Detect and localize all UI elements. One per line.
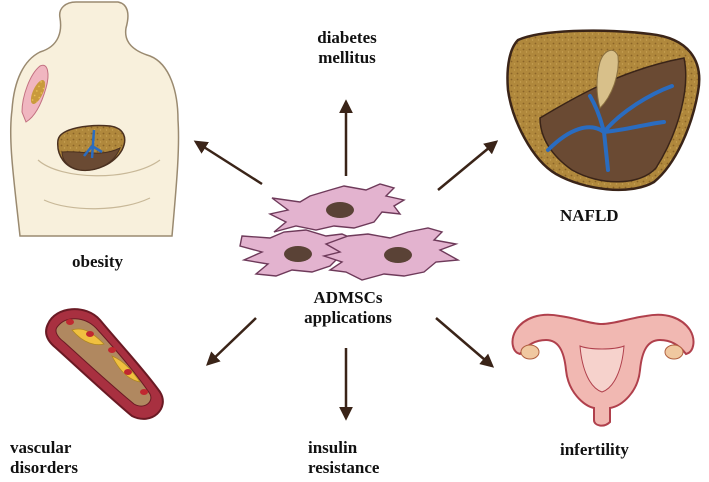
center-label-line2: applications (304, 308, 392, 327)
diabetes-label-line2: mellitus (318, 48, 376, 67)
obese-body-icon (9, 1, 180, 237)
vascular-label-line2: disorders (10, 458, 78, 477)
diabetes-label: diabetes mellitus (300, 28, 394, 68)
plaque-icon (71, 328, 141, 383)
infertility-label: infertility (560, 440, 629, 459)
nafld-liver-figure (506, 29, 701, 192)
insulin-label-line1: insulin (308, 438, 358, 457)
fat-tissue-icon (21, 64, 49, 123)
center-label: ADMSCs applications (282, 288, 414, 328)
arrow-to-vascular (206, 317, 257, 366)
small-liver-icon (57, 124, 126, 172)
insulin-label-line2: resistance (308, 458, 380, 477)
admscs-cells-icon (239, 183, 461, 281)
uterus-figure (511, 313, 695, 427)
blood-vessel-figure (45, 308, 164, 420)
arrow-to-obesity (193, 140, 263, 186)
vascular-label-line1: vascular (10, 438, 72, 457)
arrow-to-infertility (435, 317, 495, 368)
diabetes-label-line1: diabetes (317, 28, 377, 47)
vascular-label: vascular disorders (10, 438, 78, 478)
portal-vein-icon (546, 84, 674, 172)
arrow-to-nafld (437, 140, 499, 191)
gallbladder-icon (596, 49, 619, 109)
arrows (193, 99, 499, 421)
ovary-left-icon (520, 344, 540, 360)
obesity-figure (9, 1, 180, 237)
insulin-label: insulin resistance (308, 438, 379, 478)
center-label-line1: ADMSCs (313, 288, 383, 307)
ovary-right-icon (664, 344, 684, 360)
nafld-label: NAFLD (560, 206, 619, 225)
obesity-label: obesity (72, 252, 123, 271)
